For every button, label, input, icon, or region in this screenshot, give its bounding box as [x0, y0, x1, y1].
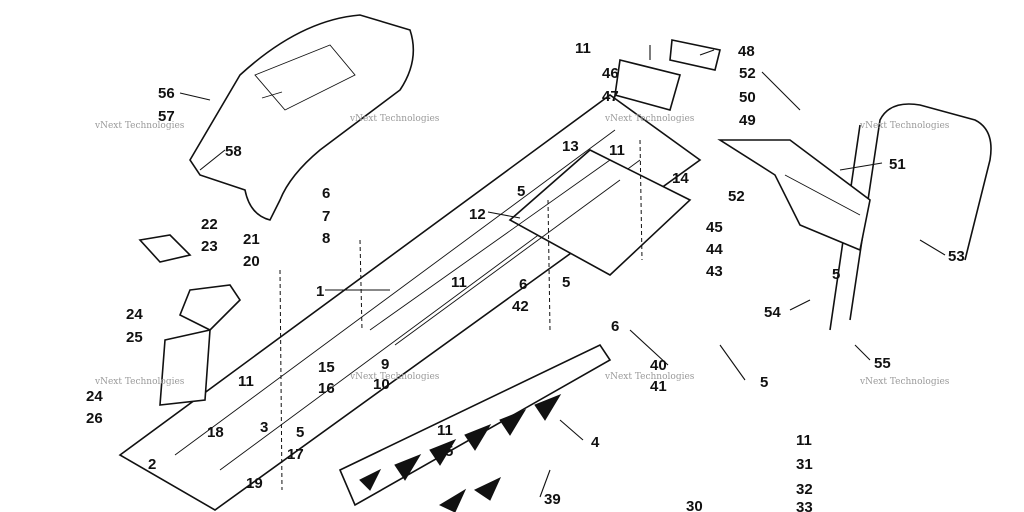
running-board [338, 343, 612, 512]
callout-8: 8 [322, 230, 330, 247]
callout-21: 21 [243, 231, 260, 248]
callout-5c: 5 [562, 274, 570, 291]
callout-1: 1 [316, 283, 324, 300]
callout-48: 48 [738, 43, 755, 60]
callout-4: 4 [591, 434, 600, 451]
callout-11b: 11 [609, 142, 625, 159]
callout-33: 33 [796, 499, 813, 512]
callout-11c: 11 [451, 274, 467, 291]
callout-5a: 5 [517, 183, 525, 200]
callout-52b: 52 [728, 188, 745, 205]
callout-31: 31 [796, 456, 813, 473]
callout-9: 9 [381, 356, 389, 373]
callout-57: 57 [158, 108, 175, 125]
callout-47: 47 [602, 88, 619, 105]
callout-7: 7 [322, 208, 330, 225]
callout-40: 40 [650, 357, 667, 374]
callout-14: 14 [672, 170, 689, 187]
callout-51: 51 [889, 156, 906, 173]
callout-5f: 5 [760, 374, 768, 391]
callout-2: 2 [148, 456, 156, 473]
callout-53: 53 [948, 248, 965, 265]
seat [189, 14, 415, 221]
seat-bracket-parts [138, 234, 242, 406]
tunnel-frame [118, 94, 702, 511]
callout-30: 30 [686, 498, 703, 512]
callout-6b: 6 [519, 276, 527, 293]
callout-5e: 5 [445, 443, 453, 460]
callout-16: 16 [318, 380, 335, 397]
callout-6c: 6 [611, 318, 619, 335]
callout-24a: 24 [126, 306, 143, 323]
callout-11d: 11 [238, 373, 254, 390]
leader-lines [179, 45, 946, 498]
callout-10: 10 [373, 376, 390, 393]
callout-25: 25 [126, 329, 143, 346]
watermark-8: vNext Technologies [859, 377, 950, 387]
watermark-1: vNext Technologies [94, 121, 185, 131]
callout-11a: 11 [575, 40, 591, 57]
callout-5b: 5 [832, 266, 840, 283]
watermark-7: vNext Technologies [604, 372, 695, 382]
callout-52a: 52 [739, 65, 756, 82]
callout-32: 32 [796, 481, 813, 498]
callout-18: 18 [207, 424, 224, 441]
tail-light [614, 39, 871, 252]
callout-50: 50 [739, 89, 756, 106]
callout-55: 55 [874, 355, 891, 372]
watermark-5: vNext Technologies [94, 377, 185, 387]
callouts: 1 2 3 4 5 6 7 8 9 10 11 12 13 14 15 16 1… [86, 40, 965, 512]
callout-11f: 11 [796, 432, 812, 449]
callout-43: 43 [706, 263, 723, 280]
callout-23: 23 [201, 238, 218, 255]
callout-45: 45 [706, 219, 723, 236]
callout-54: 54 [764, 304, 781, 321]
callout-44: 44 [706, 241, 723, 258]
callout-20: 20 [243, 253, 260, 270]
callout-56: 56 [158, 85, 175, 102]
callout-6a: 6 [322, 185, 330, 202]
watermark-4: vNext Technologies [859, 121, 950, 131]
callout-26: 26 [86, 410, 103, 427]
callout-39: 39 [544, 491, 561, 508]
callout-58: 58 [225, 143, 242, 160]
callout-5d: 5 [296, 424, 304, 441]
watermarks: vNext Technologies vNext Technologies vN… [94, 114, 950, 387]
callout-12: 12 [469, 206, 486, 223]
callout-42: 42 [512, 298, 529, 315]
callout-3: 3 [260, 419, 268, 436]
callout-17: 17 [287, 446, 304, 463]
callout-22: 22 [201, 216, 218, 233]
watermark-6: vNext Technologies [349, 372, 440, 382]
callout-15: 15 [318, 359, 335, 376]
watermark-3: vNext Technologies [604, 114, 695, 124]
watermark-2: vNext Technologies [349, 114, 440, 124]
callout-11e: 11 [437, 422, 453, 439]
callout-19: 19 [246, 475, 263, 492]
callout-13: 13 [562, 138, 579, 155]
callout-41: 41 [650, 378, 667, 395]
callout-46: 46 [602, 65, 619, 82]
callout-24b: 24 [86, 388, 103, 405]
callout-49: 49 [739, 112, 756, 129]
